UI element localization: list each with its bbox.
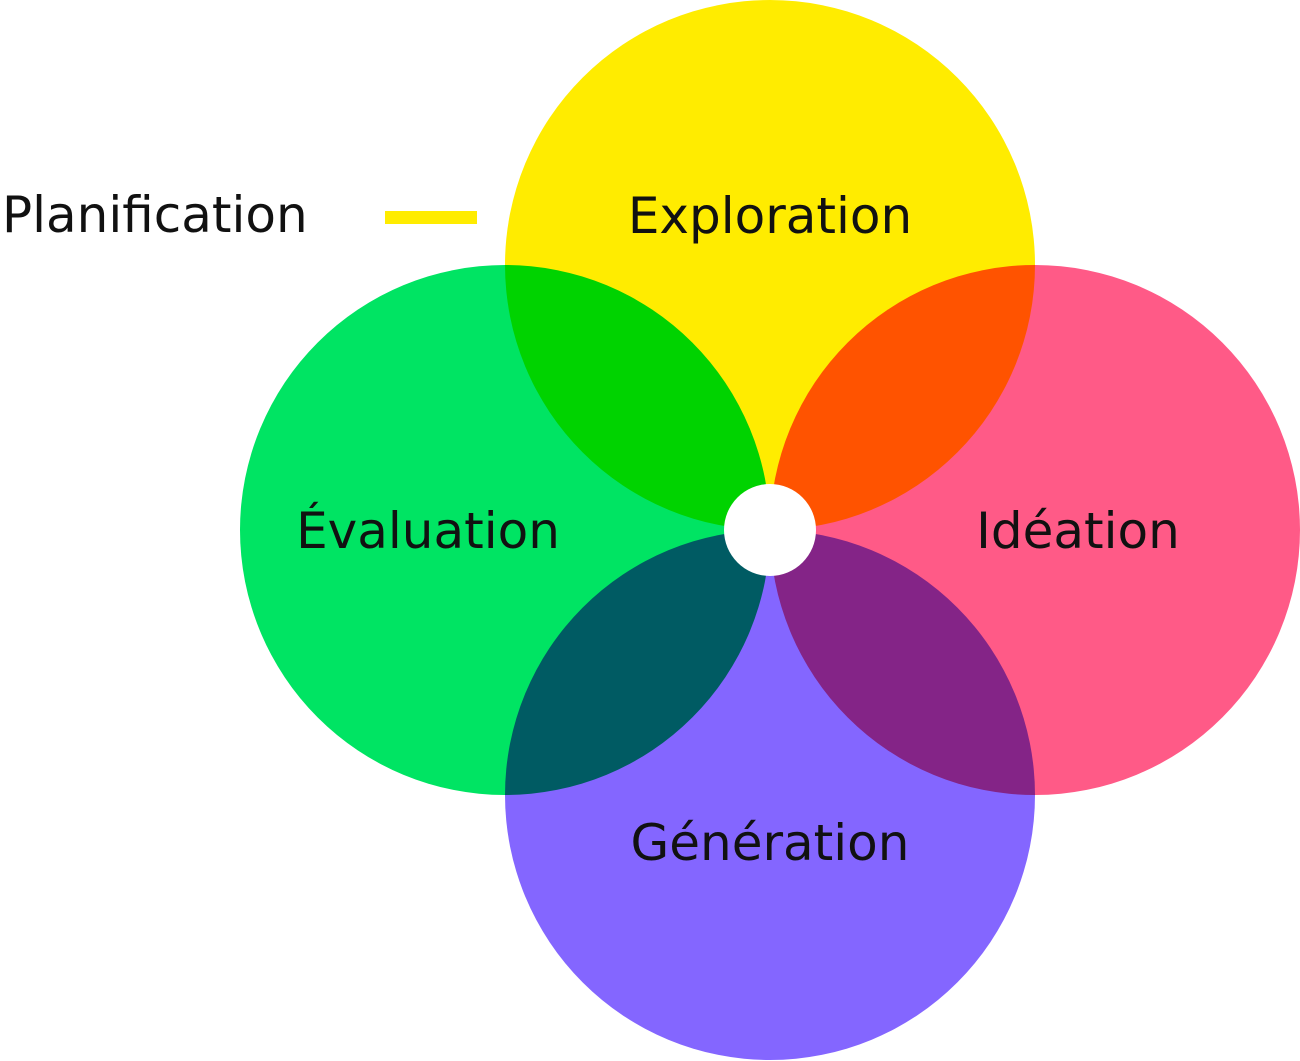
label-generation: Génération [631, 814, 910, 872]
label-exploration: Exploration [628, 187, 912, 245]
legend-line [385, 211, 477, 224]
label-evaluation: Évaluation [296, 501, 560, 560]
label-ideation: Idéation [976, 502, 1180, 560]
center-hub [724, 484, 816, 576]
legend-label: Planification [2, 186, 308, 244]
petal-generation [505, 530, 1035, 1060]
